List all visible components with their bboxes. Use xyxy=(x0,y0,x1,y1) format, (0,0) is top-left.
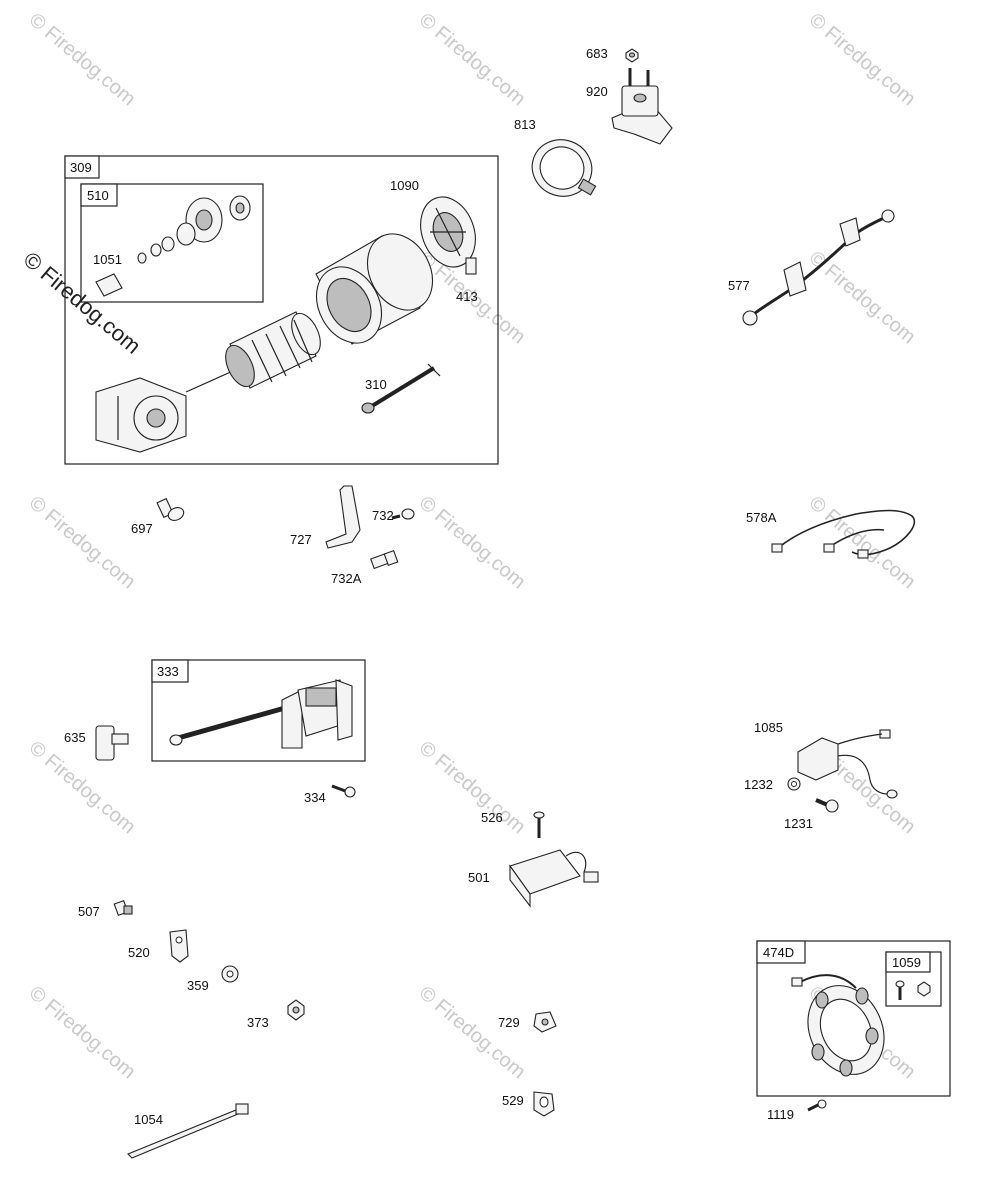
part-label-373: 373 xyxy=(247,1015,269,1030)
washer-icon xyxy=(787,777,801,791)
nut-icon xyxy=(625,48,639,63)
part-label-1232: 1232 xyxy=(744,777,773,792)
part-label-577: 577 xyxy=(728,278,750,293)
watermarks: © Firedog.com © Firedog.com © Firedog.co… xyxy=(19,9,920,1083)
part-label-1090: 1090 xyxy=(390,178,419,193)
cable-tie-icon xyxy=(127,1103,249,1159)
group-label-309: 309 xyxy=(70,160,92,175)
watermark-side: © Firedog.com xyxy=(19,247,146,359)
screw-icon xyxy=(533,811,545,838)
group-label-333: 333 xyxy=(157,664,179,679)
stator-icon xyxy=(791,974,885,1077)
regulator-icon xyxy=(509,849,599,908)
part-label-507: 507 xyxy=(78,904,100,919)
watermark-tile: © Firedog.com xyxy=(805,247,920,348)
group-333: 333 xyxy=(151,659,366,762)
watermark-tile: © Firedog.com xyxy=(25,982,140,1083)
ground-strap-icon xyxy=(325,485,361,549)
end-cap-icon xyxy=(420,196,477,275)
clamp-icon xyxy=(533,1091,555,1117)
part-label-1085: 1085 xyxy=(754,720,783,735)
nut-icon xyxy=(287,999,305,1021)
group-474d: 474D xyxy=(756,940,951,1097)
group-label-1059: 1059 xyxy=(892,955,921,970)
battery-cable-icon xyxy=(742,209,895,326)
starter-drive-gear-icon xyxy=(95,195,251,297)
watermark-tile: © Firedog.com xyxy=(25,737,140,838)
spark-plug-boot-icon xyxy=(95,725,129,761)
watermark-tile: © Firedog.com xyxy=(25,492,140,593)
bolt-icon xyxy=(331,784,356,798)
watermark-tile: © Firedog.com xyxy=(805,492,920,593)
screw-icon xyxy=(156,497,185,521)
part-label-578a: 578A xyxy=(746,510,777,525)
screw-icon xyxy=(895,980,905,1000)
group-label-474d: 474D xyxy=(763,945,794,960)
part-label-697: 697 xyxy=(131,521,153,536)
terminal-icon xyxy=(113,899,133,917)
lock-washer-icon xyxy=(221,965,239,983)
part-label-683: 683 xyxy=(586,46,608,61)
part-label-1119: 1119 xyxy=(767,1107,794,1122)
armature-icon xyxy=(185,311,321,393)
part-label-727: 727 xyxy=(290,532,312,547)
part-label-413: 413 xyxy=(456,289,478,304)
watermark-tile: © Firedog.com xyxy=(415,9,530,110)
part-label-310: 310 xyxy=(365,377,387,392)
part-label-813: 813 xyxy=(514,117,536,132)
solenoid-icon xyxy=(611,68,673,145)
part-label-334: 334 xyxy=(304,790,326,805)
part-label-920: 920 xyxy=(586,84,608,99)
part-label-729: 729 xyxy=(498,1015,520,1030)
clip-icon xyxy=(169,929,189,963)
group-1059: 1059 xyxy=(885,951,942,1007)
screw-icon xyxy=(807,1099,827,1112)
group-label-510: 510 xyxy=(87,188,109,203)
part-label-359: 359 xyxy=(187,978,209,993)
through-bolt-icon xyxy=(361,363,441,414)
starter-housing-icon xyxy=(315,233,434,345)
mounting-bracket-icon xyxy=(95,377,187,453)
group-510: 510 xyxy=(80,183,264,303)
part-label-635: 635 xyxy=(64,730,86,745)
part-label-1231: 1231 xyxy=(784,816,813,831)
watermark-tile: © Firedog.com xyxy=(415,737,530,838)
group-309: 309 xyxy=(64,155,499,465)
hose-clamp-icon xyxy=(531,139,597,197)
part-label-732: 732 xyxy=(372,508,394,523)
watermark-tile: © Firedog.com xyxy=(415,982,530,1083)
part-label-526: 526 xyxy=(481,810,503,825)
bolt-icon xyxy=(391,508,415,520)
elbow-fitting-icon xyxy=(370,549,399,570)
part-label-732a: 732A xyxy=(331,571,362,586)
watermark-tile: © Firedog.com xyxy=(415,492,530,593)
part-label-1051: 1051 xyxy=(93,252,122,267)
bolt-icon xyxy=(815,798,839,813)
part-label-501: 501 xyxy=(468,870,490,885)
bracket-icon xyxy=(797,729,898,799)
wiring-harness-icon xyxy=(771,509,915,559)
nut-icon xyxy=(917,981,931,997)
grommet-icon xyxy=(533,1011,557,1033)
part-label-1054: 1054 xyxy=(134,1112,163,1127)
watermark-tile: © Firedog.com xyxy=(25,9,140,110)
part-label-529: 529 xyxy=(502,1093,524,1108)
part-label-520: 520 xyxy=(128,945,150,960)
ignition-coil-icon xyxy=(169,679,353,749)
watermark-tile: © Firedog.com xyxy=(805,9,920,110)
